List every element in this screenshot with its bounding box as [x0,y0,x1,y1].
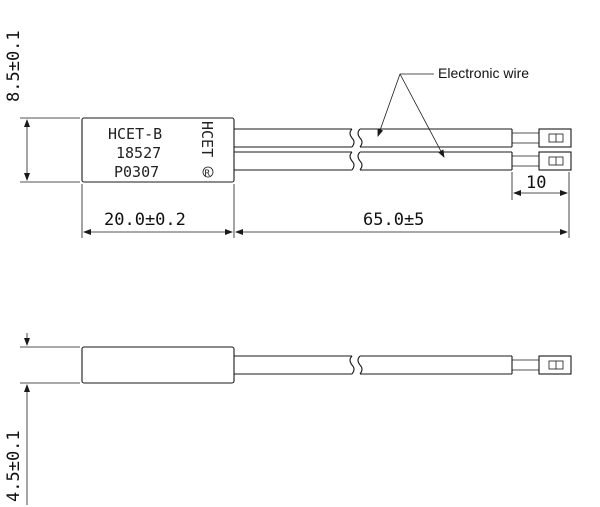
registered-mark-circle [202,166,214,178]
terminal-dimension-text: 10 [526,173,546,193]
thickness-dimension-text: 4.5±0.1 [4,430,24,502]
upper-terminal [538,128,572,148]
registered-mark: R [205,169,211,179]
side-mark: HCET [198,121,216,157]
thermal-protector-body [81,117,235,183]
body-label-line2: 18527 [116,144,161,162]
side-view-body [81,346,235,384]
lower-wire [234,151,539,171]
body-length-dimension: 20.0±0.2 [81,184,235,238]
wire-callout: Electronic wire [377,65,529,158]
body-length-dimension-text: 20.0±0.2 [104,210,186,230]
side-view-terminal [538,355,572,375]
lower-terminal [538,151,572,171]
height-dimension-text: 8.5±0.1 [4,30,24,102]
body-label-line1: HCET-B [108,125,162,143]
wire-callout-label: Electronic wire [438,65,529,81]
top-view: HCET-B 18527 P0307 HCET R [4,30,572,238]
wire-length-dimension-text: 65.0±5 [363,210,424,230]
height-dimension: 8.5±0.1 [4,30,80,183]
terminal-dimension: 10 [511,172,568,200]
wire-length-dimension: 65.0±5 [235,172,570,238]
side-view-wire [234,355,539,375]
thickness-dimension: 4.5±0.1 [4,333,80,505]
side-view: 4.5±0.1 [4,333,572,505]
upper-wire [234,128,539,148]
body-label-line3: P0307 [114,163,159,181]
